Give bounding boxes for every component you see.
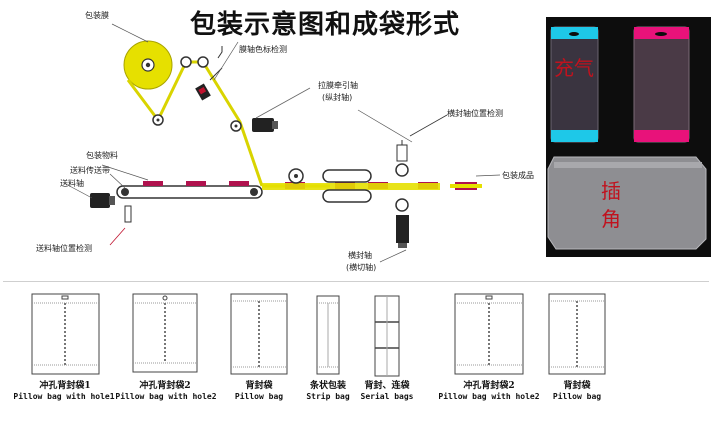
bag-label-cn-3: 背封袋 — [245, 381, 273, 391]
bag-label-en-5: Serial bags — [360, 392, 414, 401]
bag-serial — [374, 295, 400, 377]
film-rollers — [152, 56, 242, 132]
leader-lines — [63, 23, 501, 263]
label-product: 包装成品 — [502, 171, 534, 180]
bag-photo-panel: 充气 插角 — [546, 17, 711, 257]
feed-conveyor — [116, 185, 263, 199]
packaging-schematic — [63, 23, 501, 263]
label-feed-shaft: 送料轴 — [60, 179, 84, 188]
label-film-roll: 包装膜 — [85, 11, 109, 20]
bag-pillow-hole2-b — [454, 293, 524, 375]
bag-types-panel: 冲孔背封袋1 Pillow bag with hole1 冲孔背封袋2 Pill… — [3, 281, 709, 422]
bag-label-en-1: Pillow bag with hole1 — [13, 392, 115, 401]
bag-strip — [316, 295, 340, 375]
bag-pillow — [230, 293, 288, 375]
label-cross-seal: 横封轴 — [348, 251, 372, 260]
label-material: 包装物料 — [86, 151, 118, 160]
bag-label-cn-1: 冲孔背封袋1 — [39, 381, 91, 391]
bag-label-en-6: Pillow bag with hole2 — [438, 392, 540, 401]
feed-motor — [90, 193, 115, 208]
label-conveyor: 送料传送带 — [70, 166, 110, 175]
bag-label-en-3: Pillow bag — [234, 392, 284, 401]
bag-label-cn-6: 冲孔背封袋2 — [463, 381, 515, 391]
bag-pillow-hole1 — [31, 293, 100, 375]
bag-label-en-4: Strip bag — [306, 392, 350, 401]
bag-pillow-hole2 — [132, 293, 198, 373]
bag-outlines — [31, 293, 606, 377]
cross-seal-jaws — [395, 114, 448, 248]
page-title: 包装示意图和成袋形式 — [190, 10, 461, 40]
film-roll — [123, 40, 173, 90]
label-pull-shaft-sub: (纵封轴) — [322, 93, 353, 102]
photo-label-gusset: 插角 — [601, 179, 621, 231]
bag-pillow-b — [548, 293, 606, 375]
label-pull-shaft: 拉膜牵引轴 — [318, 81, 358, 90]
label-color-mark: 膜轴色标检测 — [239, 45, 287, 54]
bag-label-en-2: Pillow bag with hole2 — [115, 392, 217, 401]
seal-loop — [262, 168, 482, 203]
pull-motor — [252, 87, 311, 132]
bag-label-cn-7: 背封袋 — [563, 381, 591, 391]
bag-photo-art — [547, 26, 707, 250]
label-cross-seal-sub: (横切轴) — [346, 263, 377, 272]
bag-label-cn-2: 冲孔背封袋2 — [139, 381, 191, 391]
photo-label-inflated: 充气 — [554, 56, 594, 80]
feed-position-sensor — [109, 205, 132, 246]
bag-label-cn-5: 背封、连袋 — [364, 381, 410, 391]
label-cross-seal-position: 横封轴位置检测 — [447, 109, 503, 118]
label-feed-position: 送料轴位置检测 — [36, 244, 92, 253]
bag-label-cn-4: 条状包装 — [309, 381, 346, 391]
bag-label-en-7: Pillow bag — [552, 392, 602, 401]
